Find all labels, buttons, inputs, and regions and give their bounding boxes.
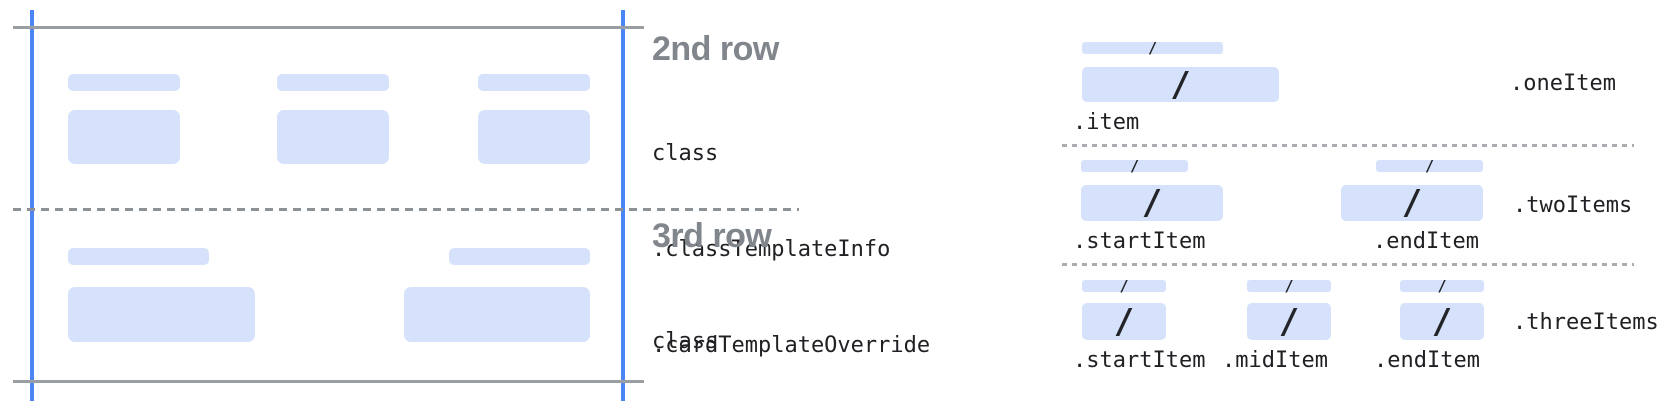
second-row-code-path: class .classTemplateInfo .cardTemplateOv… xyxy=(652,74,970,412)
guide-line-left xyxy=(30,10,34,401)
item-header-bar: / xyxy=(1400,276,1484,295)
slash-icon: / xyxy=(1284,276,1294,295)
placeholder-label xyxy=(68,248,209,265)
slash-icon: / xyxy=(1437,276,1447,295)
placeholder-label xyxy=(277,74,389,91)
three-items-variant-label: .threeItems xyxy=(1513,310,1659,335)
item-header-bar: / xyxy=(1247,276,1331,295)
slash-icon: / xyxy=(1431,301,1453,342)
guide-line-right xyxy=(621,10,625,401)
placeholder-label xyxy=(478,74,590,91)
example-separator-dashed-line xyxy=(1062,144,1634,147)
slash-icon: / xyxy=(1113,301,1135,342)
item-header-bar: / xyxy=(1081,156,1188,175)
item-label: .item xyxy=(1073,110,1140,135)
slash-icon: / xyxy=(1147,38,1158,57)
third-row-heading: 3rd row xyxy=(652,217,772,255)
code-line: class xyxy=(652,329,719,354)
item-body-bar: / xyxy=(1341,185,1483,221)
item-body-bar: / xyxy=(1247,303,1331,340)
example-separator-dashed-line xyxy=(1062,263,1634,266)
third-row-code-path: class .classTemplateInfo .cardTemplateOv… xyxy=(652,262,970,412)
placeholder-box xyxy=(68,287,255,342)
slash-icon: / xyxy=(1119,276,1129,295)
slash-icon: / xyxy=(1424,156,1435,175)
slash-icon: / xyxy=(1401,183,1423,223)
code-line: .cardTemplateOverride xyxy=(652,333,931,358)
item-header-bar: / xyxy=(1376,156,1483,175)
two-items-variant-label: .twoItems xyxy=(1513,193,1633,218)
placeholder-box xyxy=(478,110,590,164)
slash-icon: / xyxy=(1129,156,1140,175)
item-header-bar: / xyxy=(1082,38,1223,57)
end-item-label: .endItem xyxy=(1373,229,1479,254)
placeholder-label xyxy=(68,74,180,91)
item-body-bar: / xyxy=(1081,185,1223,221)
slash-icon: / xyxy=(1141,183,1163,223)
code-line: class xyxy=(652,141,719,166)
slash-icon: / xyxy=(1170,64,1191,105)
placeholder-box xyxy=(277,110,389,164)
item-body-bar: / xyxy=(1082,303,1166,340)
start-item-label: .startItem xyxy=(1073,348,1206,373)
item-body-bar: / xyxy=(1400,303,1484,340)
slash-icon: / xyxy=(1278,301,1300,342)
second-row-heading: 2nd row xyxy=(652,30,779,68)
start-item-label: .startItem xyxy=(1073,229,1206,254)
placeholder-box xyxy=(404,287,590,342)
one-item-variant-label: .oneItem xyxy=(1510,71,1616,96)
row-divider-dashed-line xyxy=(13,208,799,211)
guide-line-top xyxy=(13,26,644,29)
code-line: .classTemplateInfo xyxy=(652,237,891,262)
end-item-label: .endItem xyxy=(1374,348,1480,373)
placeholder-box xyxy=(68,110,180,164)
placeholder-label xyxy=(449,248,590,265)
item-body-bar: / xyxy=(1082,67,1279,102)
guide-line-bottom xyxy=(13,380,644,383)
mid-item-label: .midItem xyxy=(1222,348,1328,373)
item-header-bar: / xyxy=(1082,276,1166,295)
